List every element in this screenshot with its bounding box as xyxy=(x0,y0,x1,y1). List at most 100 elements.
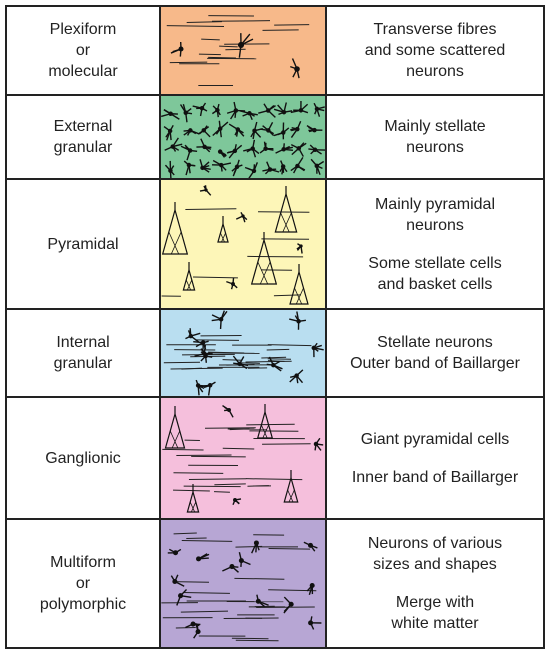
stellate-neuron xyxy=(290,58,300,79)
layer-name-line: or xyxy=(75,42,91,59)
stellate-neuron xyxy=(196,138,212,153)
fibre xyxy=(182,591,230,594)
stellate-neuron xyxy=(222,564,239,573)
stellate-neuron xyxy=(290,142,307,157)
stellate-neuron xyxy=(273,102,293,116)
fibre xyxy=(198,53,221,56)
stellate-neuron xyxy=(232,498,242,506)
stellate-neuron xyxy=(313,437,324,451)
stellate-neuron xyxy=(262,161,280,175)
description-line: Some stellate cells xyxy=(368,254,502,272)
stellate-neuron xyxy=(194,344,213,357)
fibre xyxy=(274,24,310,26)
stellate-neuron xyxy=(308,616,322,630)
stellate-neuron xyxy=(170,41,184,57)
layer-fill xyxy=(161,398,325,518)
layer-description: Mainly stellate neurons xyxy=(327,96,543,178)
fibre xyxy=(258,211,310,213)
fibre xyxy=(245,478,303,481)
layer-fill xyxy=(161,180,325,308)
layer-illustration xyxy=(159,7,327,94)
stellate-neuron xyxy=(193,340,209,350)
description-line: and basket cells xyxy=(377,275,493,293)
stellate-neuron xyxy=(163,124,174,141)
fibre xyxy=(173,532,197,535)
layer-name-line: Multiform xyxy=(50,554,116,571)
fibre xyxy=(267,360,285,362)
fibre xyxy=(267,358,292,360)
stellate-neuron xyxy=(170,574,185,587)
stellate-neuron xyxy=(183,160,196,176)
fibre xyxy=(222,359,243,361)
description-line: neurons xyxy=(406,139,464,156)
fibre xyxy=(183,485,241,488)
layer-description: Stellate neurons Outer band of Baillarge… xyxy=(327,310,543,396)
stellate-neuron xyxy=(250,121,263,140)
pyramidal-neuron xyxy=(186,484,200,513)
fibre xyxy=(266,348,290,351)
layer-name: Plexiform or molecular xyxy=(7,7,159,94)
description-line: Transverse fibres xyxy=(373,21,497,38)
stellate-neuron xyxy=(176,589,192,606)
layer-illustration xyxy=(159,520,327,647)
layer-multiform: Multiform or polymorphic Neurons of vari… xyxy=(7,520,543,647)
stellate-neuron xyxy=(289,369,304,384)
stellate-neuron xyxy=(217,149,227,158)
layer-name-line: granular xyxy=(53,139,113,156)
layer-ganglionic: Ganglionic Giant pyramidal cells Inner b… xyxy=(7,398,543,520)
layer-internal-granular: Internal granular Stellate neurons Outer… xyxy=(7,310,543,398)
stellate-neuron xyxy=(164,160,175,178)
fibre xyxy=(225,48,246,51)
stellate-neuron xyxy=(211,103,221,118)
fibre xyxy=(261,356,287,359)
layer-name: Ganglionic xyxy=(7,398,159,518)
description-line: Giant pyramidal cells xyxy=(360,430,510,448)
description-line: white matter xyxy=(391,615,479,632)
layer-illustration xyxy=(159,398,327,518)
stellate-neuron xyxy=(255,594,269,608)
stellate-neuron xyxy=(238,552,251,568)
layer-description: Giant pyramidal cells Inner band of Bail… xyxy=(327,398,543,518)
description-line: neurons xyxy=(406,216,464,234)
stellate-neuron xyxy=(306,582,315,596)
stellate-neuron xyxy=(303,541,318,552)
fibre xyxy=(268,548,311,550)
stellate-neuron xyxy=(192,102,208,117)
fibre xyxy=(208,351,245,354)
layer-name-line: Pyramidal xyxy=(47,235,119,253)
pyramidal-neuron xyxy=(256,404,274,439)
fibre xyxy=(193,276,238,279)
layer-fill xyxy=(161,7,325,94)
layer-description: Neurons of various sizes and shapes Merg… xyxy=(327,520,543,647)
stellate-neuron xyxy=(222,404,234,418)
fibre xyxy=(173,472,224,474)
layer-description: Transverse fibres and some scattered neu… xyxy=(327,7,543,94)
stellate-neuron xyxy=(197,125,211,138)
stellate-neuron xyxy=(199,185,212,196)
layer-illustration xyxy=(159,310,327,396)
description-line: Mainly pyramidal xyxy=(374,195,496,213)
layer-name-line: External xyxy=(53,118,113,135)
stellate-neuron xyxy=(237,33,254,58)
description-line: Mainly stellate xyxy=(384,118,486,135)
stellate-neuron xyxy=(283,596,294,614)
stellate-neuron xyxy=(185,328,201,343)
description-line: Inner band of Baillarger xyxy=(351,468,519,486)
pyramidal-neuron xyxy=(161,202,189,255)
layer-pyramidal: Pyramidal Mainly pyramidal neurons Some … xyxy=(7,180,543,310)
pyramidal-neuron xyxy=(283,470,299,503)
fibre xyxy=(201,38,220,41)
stellate-neuron xyxy=(195,379,206,396)
stellate-neuron xyxy=(196,553,210,562)
fibre xyxy=(246,423,295,426)
fibre xyxy=(188,478,247,481)
description-line: Outer band of Baillarger xyxy=(350,355,520,372)
stellate-neuron xyxy=(311,342,324,358)
stellate-neuron xyxy=(226,277,238,290)
fibre xyxy=(214,483,246,486)
fibre xyxy=(162,448,204,451)
description-line: Merge with xyxy=(395,594,475,611)
description-line: and some scattered xyxy=(364,42,506,59)
fibre xyxy=(262,29,299,31)
layer-name-line: Plexiform xyxy=(49,21,117,38)
